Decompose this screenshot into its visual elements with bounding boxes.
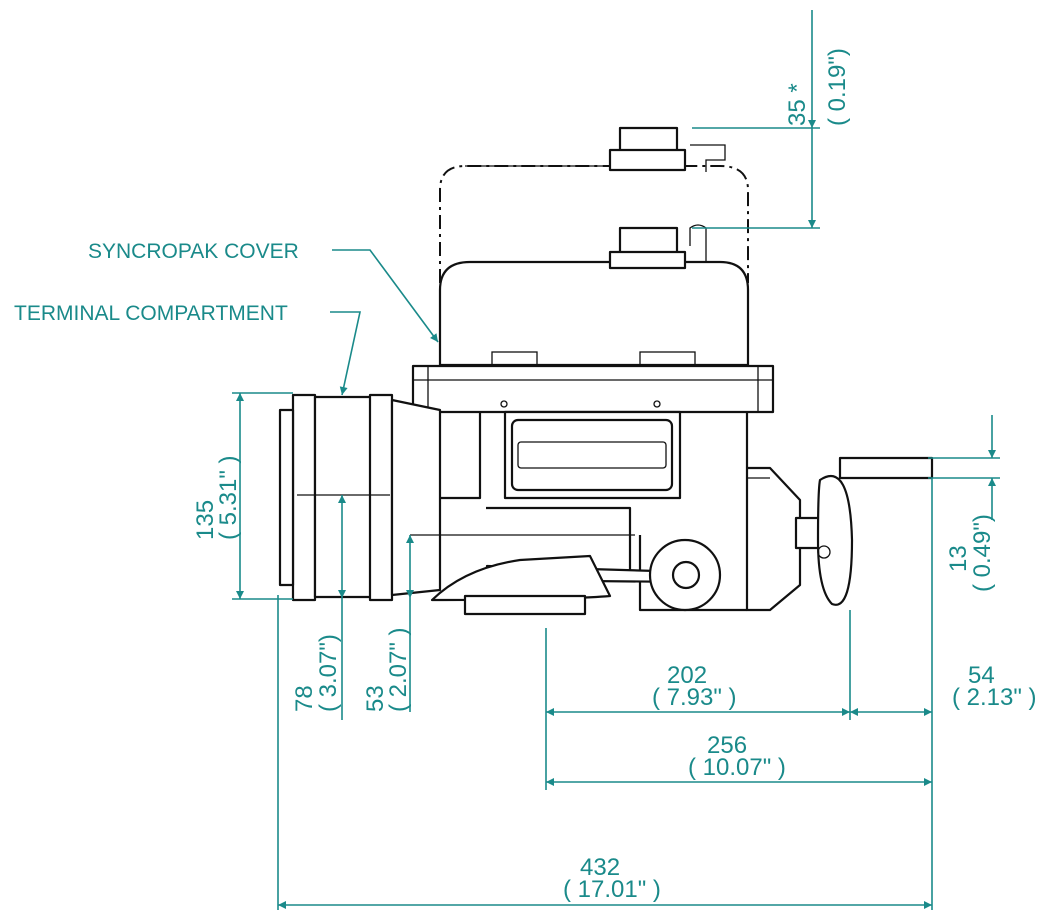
actuator-outline <box>278 126 934 616</box>
callout-labels: SYNCROPAK COVER TERMINAL COMPARTMENT <box>14 240 299 325</box>
handwheel <box>816 474 854 606</box>
dim-35-mm: 35 * <box>784 83 811 126</box>
syncropak-cover <box>438 260 750 367</box>
syncropak-leader <box>332 249 439 343</box>
handwheel-handle <box>838 456 934 480</box>
dim-54-inch: ( 2.13" ) <box>952 684 1037 711</box>
dimension-lines <box>232 10 1000 910</box>
dimension-texts: 35 * ( 0.19") 135 ( 5.31" ) 13 ( 0.49") … <box>192 48 1037 903</box>
dim-202-inch: ( 7.93" ) <box>652 684 737 711</box>
terminal-leader <box>330 311 361 396</box>
dim-13-mm: 13 <box>945 545 972 572</box>
dim-54-mm: 54 <box>968 662 995 689</box>
dim-135-mm: 135 <box>192 500 219 540</box>
dim-78-mm: 78 <box>291 685 318 712</box>
lower-bracket <box>486 506 632 580</box>
dim-432-inch: ( 17.01" ) <box>563 876 661 903</box>
dim-78-inch: ( 3.07") <box>315 634 342 712</box>
terminal-compartment <box>291 393 317 602</box>
dim-256-inch: ( 10.07" ) <box>688 754 786 781</box>
dim-135-inch: ( 5.31" ) <box>215 455 242 540</box>
terminal-compartment-label: TERMINAL COMPARTMENT <box>14 302 288 325</box>
dim-53-inch: ( 2.07" ) <box>385 627 412 712</box>
handwheel-housing <box>745 466 802 612</box>
dim-53-mm: 53 <box>362 685 389 712</box>
dim-13-inch: ( 0.49") <box>969 514 996 592</box>
flange-plate <box>411 364 775 414</box>
dim-202-mm: 202 <box>667 662 707 689</box>
dim-432-mm: 432 <box>580 854 620 881</box>
dim-256-mm: 256 <box>707 732 747 759</box>
syncropak-cover-label: SYNCROPAK COVER <box>88 240 299 263</box>
syncropak-cover-raised-outline <box>439 165 749 283</box>
dim-35-inch: ( 0.19") <box>824 48 851 126</box>
